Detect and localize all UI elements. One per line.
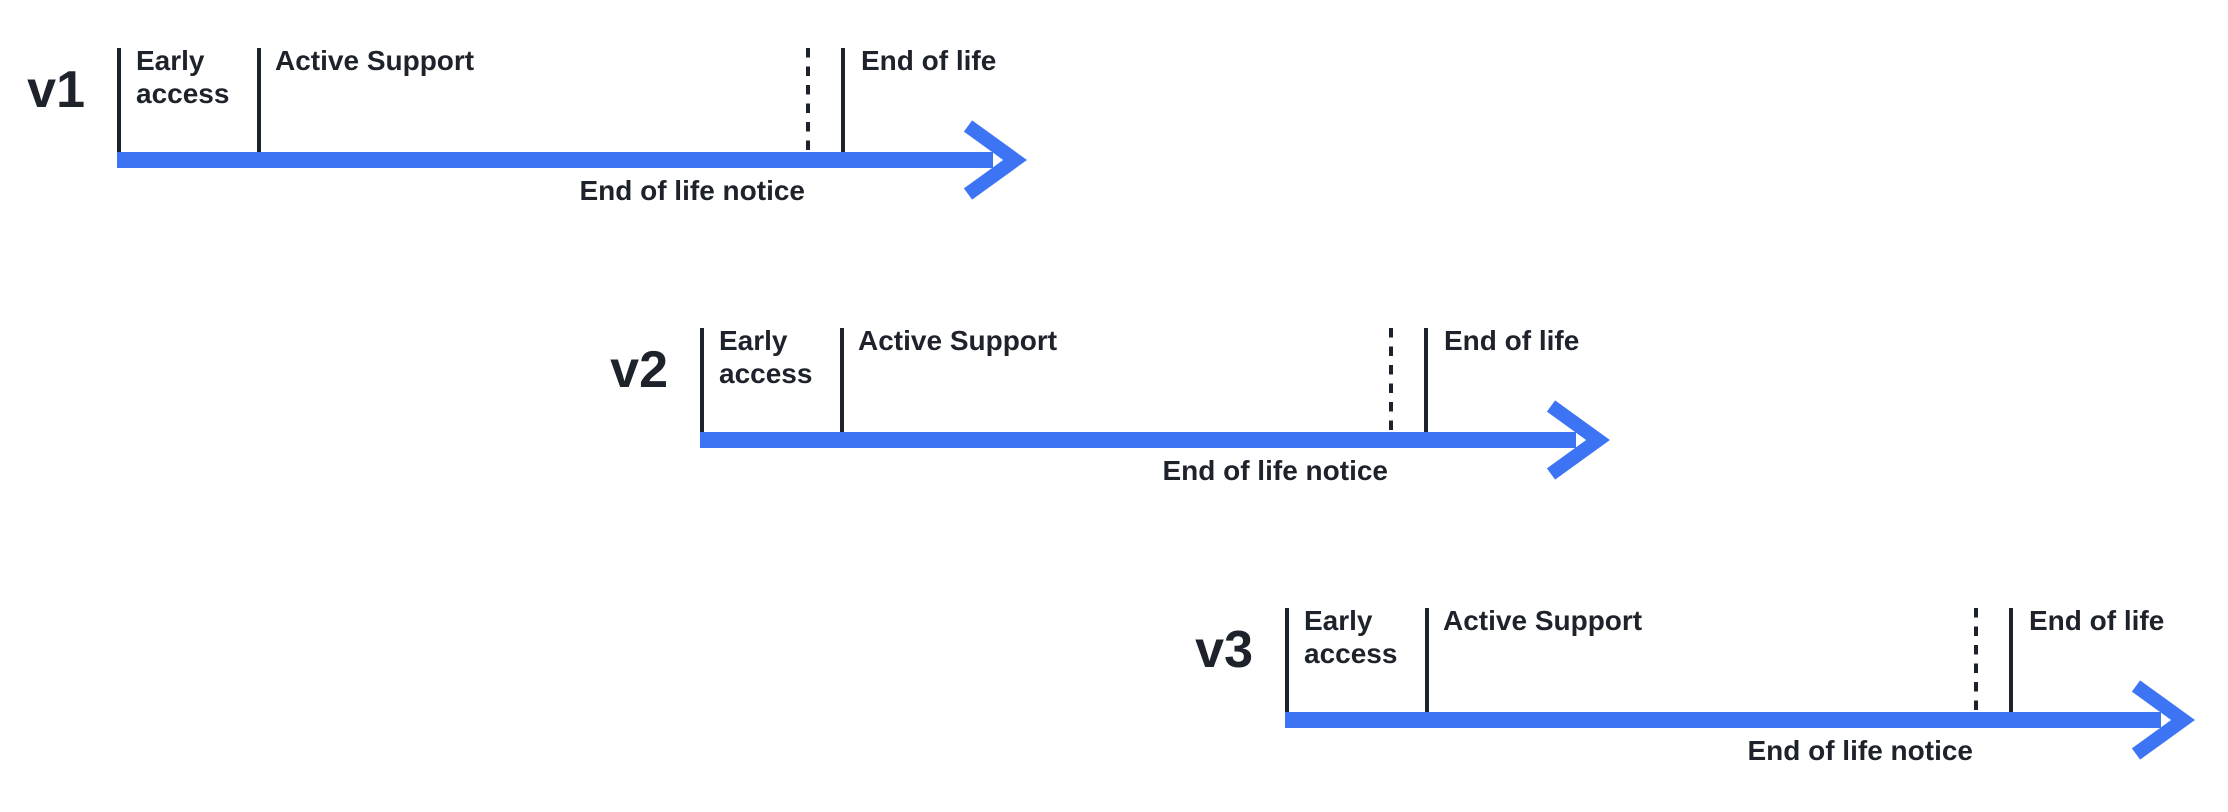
end-of-life-label: End of life (2029, 605, 2165, 636)
early-access-label: Early access (136, 45, 230, 109)
eol-notice-label: End of life notice (1747, 735, 1973, 766)
version-label: v1 (27, 61, 85, 119)
timeline-arrow-graphic (117, 48, 1027, 200)
arrowhead-icon (1546, 400, 1610, 480)
end-of-life-label: End of life (1444, 325, 1580, 356)
timeline-arrow-graphic (1285, 608, 2195, 760)
end-of-life-label: End of life (861, 45, 997, 76)
timeline-arrow-graphic (700, 328, 1610, 480)
arrowhead-icon (2131, 680, 2195, 760)
version-label: v3 (1195, 621, 1253, 679)
eol-notice-label: End of life notice (1162, 455, 1388, 486)
eol-notice-label: End of life notice (579, 175, 805, 206)
active-support-label: Active Support (1443, 605, 1643, 636)
timeline-row-v2: v2 Early access Active Support End of li… (610, 325, 1630, 498)
active-support-label: Active Support (858, 325, 1058, 356)
early-access-label: Early access (719, 325, 813, 389)
active-support-label: Active Support (275, 45, 475, 76)
arrowhead-icon (963, 120, 1027, 200)
early-access-label: Early access (1304, 605, 1398, 669)
version-label: v2 (610, 341, 668, 399)
timeline-row-v1: v1 Early access Active Support End of li… (27, 45, 1047, 218)
timeline-row-v3: v3 Early access Active Support End of li… (1195, 605, 2215, 778)
